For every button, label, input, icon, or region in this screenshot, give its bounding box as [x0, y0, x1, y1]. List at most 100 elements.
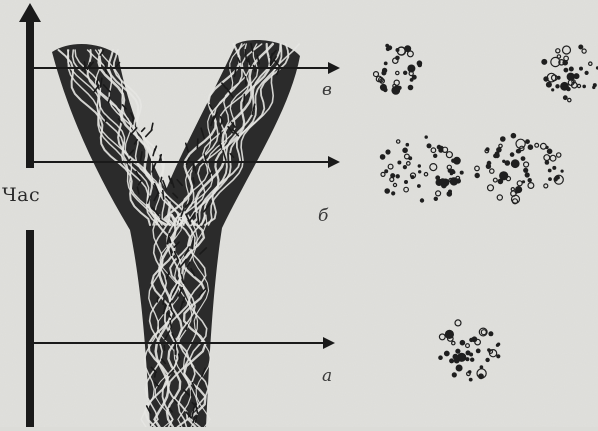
trunk-fleck: [161, 177, 162, 181]
trunk-fleck: [197, 139, 198, 148]
cluster-dot: [445, 330, 454, 339]
trunk-fleck: [155, 372, 156, 377]
cluster-dot: [476, 349, 481, 354]
cluster-dot: [383, 88, 388, 93]
cluster-dot: [552, 166, 556, 170]
cluster-dot: [498, 179, 504, 185]
cluster-dot: [469, 353, 473, 357]
cluster-dot: [470, 358, 474, 362]
cluster-dot: [404, 180, 408, 184]
trunk-fleck: [249, 58, 250, 64]
cluster-dot: [390, 173, 395, 178]
cluster-dot: [397, 161, 401, 165]
cluster-dot: [548, 169, 552, 173]
trunk-fleck: [163, 191, 164, 199]
cluster-dot: [496, 344, 499, 347]
cluster-dot: [582, 85, 586, 89]
trunk-fleck: [179, 354, 180, 359]
cluster-dot: [398, 86, 402, 90]
cluster-dot: [494, 153, 499, 158]
cluster-dot: [548, 177, 552, 181]
cluster-dot: [545, 160, 550, 165]
cluster-dot: [384, 188, 390, 194]
time-axis-lower: [26, 230, 34, 427]
cluster-dot: [439, 146, 443, 150]
cluster-dot: [406, 143, 410, 147]
cluster-dot: [456, 365, 463, 372]
trunk-fleck: [193, 239, 194, 249]
trunk-fleck: [193, 178, 194, 184]
cluster-dot: [403, 165, 407, 169]
cluster-dot: [417, 184, 421, 188]
cluster-dot: [402, 148, 408, 154]
cluster-dot: [391, 191, 395, 195]
cluster-dot: [592, 86, 595, 89]
cluster-dot: [387, 45, 392, 50]
cluster-dot: [450, 177, 458, 185]
cluster-dot: [384, 169, 388, 173]
cluster-dot: [403, 71, 407, 75]
cluster-dot: [427, 143, 432, 148]
cluster-dot: [563, 95, 568, 100]
cluster-dot: [418, 164, 421, 167]
cluster-dot: [521, 156, 526, 161]
cluster-dot: [561, 170, 564, 173]
cluster-dot: [469, 338, 473, 342]
cluster-dot: [511, 159, 520, 168]
cluster-dot: [546, 82, 552, 88]
stage-label-v: в: [322, 80, 332, 100]
cluster-dot: [469, 378, 473, 382]
cluster-dot: [547, 149, 553, 155]
cluster-dot: [525, 139, 530, 144]
trunk-fleck: [171, 250, 172, 255]
cluster-dot: [408, 85, 414, 91]
cluster-dot: [574, 73, 580, 79]
cluster-dot: [417, 60, 423, 66]
cluster-dot: [452, 372, 457, 377]
cluster-dot: [525, 172, 530, 177]
cluster-dot: [578, 45, 583, 50]
cluster-dot: [515, 190, 519, 194]
cluster-dot: [384, 62, 388, 66]
cluster-dot: [468, 370, 472, 374]
cluster-dot: [380, 154, 386, 160]
cluster-dot: [488, 331, 493, 336]
cluster-dot: [562, 60, 568, 66]
cluster-dot: [451, 159, 455, 163]
cluster-dot: [385, 149, 390, 154]
cluster-dot: [523, 168, 528, 173]
cluster-dot: [460, 171, 464, 175]
cluster-dot: [434, 197, 438, 201]
cluster-dot: [522, 180, 525, 183]
cluster-dot: [441, 183, 447, 189]
cluster-dot: [485, 358, 489, 362]
cluster-dot: [412, 75, 417, 80]
cluster-dot: [551, 88, 554, 91]
cluster-dot: [465, 357, 469, 361]
cluster-dot: [418, 170, 421, 173]
cluster-dot: [528, 178, 532, 182]
cluster-dot: [420, 198, 424, 202]
cluster-dot: [496, 354, 500, 358]
cluster-dot: [475, 173, 480, 178]
cluster-dot: [555, 84, 559, 88]
cluster-dot: [541, 59, 547, 65]
cluster-dot: [425, 135, 428, 138]
cluster-dot: [511, 133, 517, 139]
cluster-dot: [450, 169, 455, 174]
cluster-dot: [433, 154, 437, 158]
cluster-dot: [485, 147, 489, 151]
cluster-dot: [396, 174, 400, 178]
cluster-dot: [460, 340, 466, 346]
cluster-dot: [516, 149, 521, 154]
cluster-dot: [545, 146, 548, 149]
cluster-dot: [444, 351, 450, 357]
cluster-dot: [447, 191, 453, 197]
cluster-dot: [564, 68, 569, 73]
stage-label-b: б: [318, 206, 328, 226]
cluster-dot: [480, 365, 484, 369]
trunk-fleck: [160, 155, 161, 160]
cluster-dot: [500, 136, 506, 142]
